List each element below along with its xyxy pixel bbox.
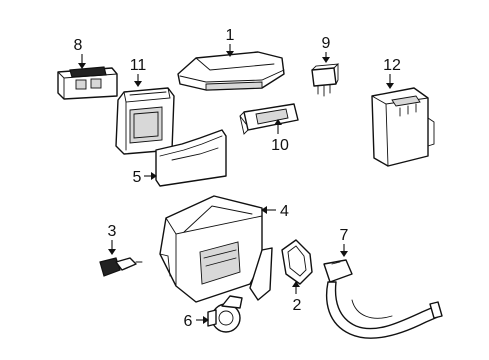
callout-label-4: 4 bbox=[280, 203, 289, 220]
part-3-sensor[interactable] bbox=[99, 257, 143, 277]
callout-8: 8 bbox=[74, 37, 86, 69]
callout-4: 4 bbox=[261, 203, 289, 220]
part-4-housing[interactable] bbox=[159, 195, 273, 303]
callout-6: 6 bbox=[184, 313, 209, 330]
callout-label-11: 11 bbox=[130, 57, 147, 74]
callout-12: 12 bbox=[383, 57, 401, 89]
part-2-gasket[interactable] bbox=[281, 239, 313, 285]
callout-label-2: 2 bbox=[293, 297, 302, 314]
callout-2: 2 bbox=[292, 281, 302, 314]
callout-label-3: 3 bbox=[108, 223, 117, 240]
callout-label-1: 1 bbox=[226, 27, 235, 44]
part-5-shield[interactable] bbox=[155, 129, 227, 187]
callout-1: 1 bbox=[226, 27, 235, 57]
part-1-cover[interactable] bbox=[177, 51, 285, 91]
part-8-relay-block[interactable] bbox=[57, 66, 118, 100]
callout-label-7: 7 bbox=[340, 227, 349, 244]
callout-label-8: 8 bbox=[74, 37, 83, 54]
part-9-relay[interactable] bbox=[311, 63, 340, 97]
callout-label-12: 12 bbox=[383, 57, 401, 74]
callout-11: 11 bbox=[130, 57, 147, 87]
callout-3: 3 bbox=[108, 223, 117, 255]
callout-5: 5 bbox=[133, 169, 157, 186]
callout-label-10: 10 bbox=[271, 137, 289, 154]
callout-label-5: 5 bbox=[133, 169, 142, 186]
part-11-module-housing[interactable] bbox=[115, 87, 175, 155]
part-7-hose[interactable] bbox=[323, 259, 443, 339]
callout-label-9: 9 bbox=[322, 35, 331, 52]
callout-label-6: 6 bbox=[184, 313, 193, 330]
part-6-pump[interactable] bbox=[207, 295, 243, 333]
part-12-control-unit[interactable] bbox=[371, 87, 435, 167]
part-10-module[interactable] bbox=[239, 103, 299, 135]
callout-7: 7 bbox=[340, 227, 349, 257]
callout-10: 10 bbox=[271, 119, 289, 154]
callout-9: 9 bbox=[322, 35, 331, 63]
